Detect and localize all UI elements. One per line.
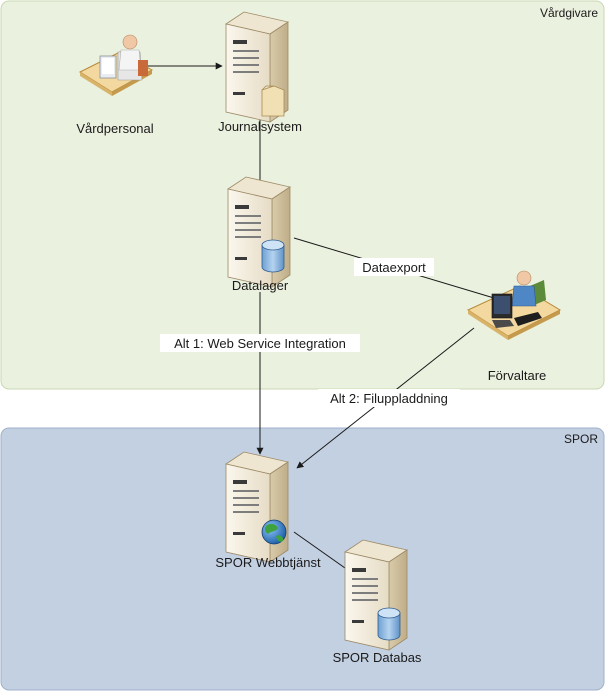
alt1-label: Alt 1: Web Service Integration: [174, 336, 346, 351]
globe-icon: [261, 519, 287, 545]
zone-vardgivare-title: Vårdgivare: [540, 6, 598, 20]
node-spor-databas: SPOR Databas: [333, 539, 422, 665]
edge-webbtjanst-databas: [293, 531, 346, 569]
edge-label-alt2: Alt 2: Filuppladdning: [318, 389, 460, 407]
zone-spor-title: SPOR: [564, 432, 598, 446]
node-journalsystem: Journalsystem: [218, 11, 302, 134]
user-at-desk-icon: [78, 34, 154, 96]
forvaltare-label: Förvaltare: [488, 368, 547, 383]
datalager-label: Datalager: [232, 278, 289, 293]
server-with-database-icon: [227, 176, 291, 288]
server-with-globe-icon: [225, 451, 289, 563]
alt2-label: Alt 2: Filuppladdning: [330, 391, 448, 406]
admin-at-workstation-icon: [466, 270, 562, 340]
zone-vardgivare: Vårdgivare: [0, 0, 605, 390]
zone-spor: SPOR: [0, 427, 605, 691]
edge-label-alt1: Alt 1: Web Service Integration: [160, 334, 360, 352]
vardpersonal-label: Vårdpersonal: [76, 121, 153, 136]
edge-label-dataexport: Dataexport: [354, 258, 434, 276]
server-with-database-icon: [344, 539, 408, 651]
node-vardpersonal: Vårdpersonal: [76, 34, 154, 136]
dataexport-label: Dataexport: [362, 260, 426, 275]
node-spor-webbtjanst: SPOR Webbtjänst: [215, 451, 321, 570]
spor-databas-label: SPOR Databas: [333, 650, 422, 665]
server-with-document-icon: [225, 11, 289, 123]
spor-webbtjanst-label: SPOR Webbtjänst: [215, 555, 321, 570]
node-forvaltare: Förvaltare: [466, 270, 562, 383]
journalsystem-label: Journalsystem: [218, 119, 302, 134]
node-datalager: Datalager: [227, 176, 291, 293]
